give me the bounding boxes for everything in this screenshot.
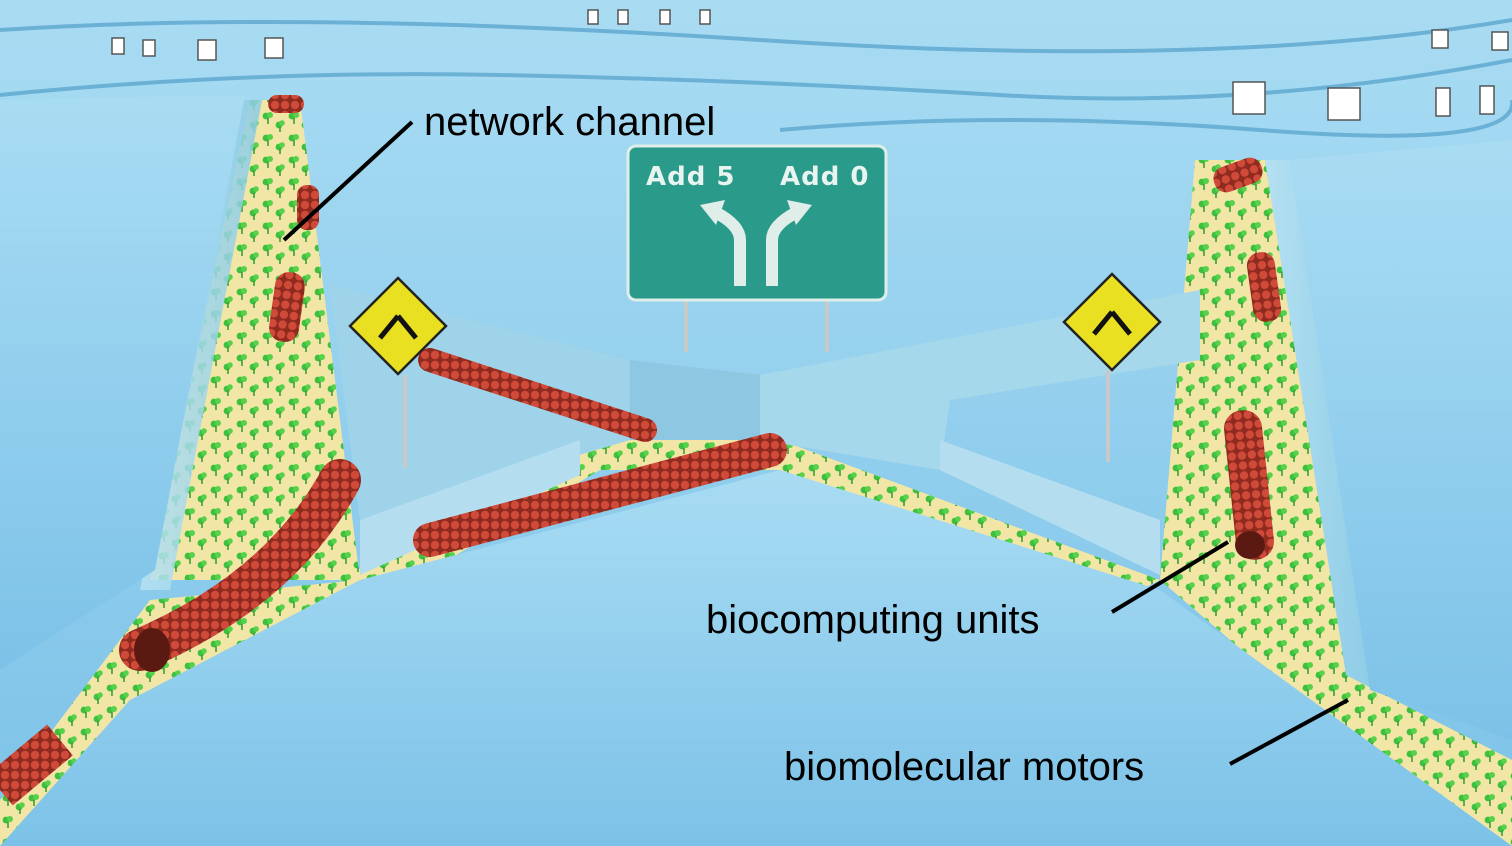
sign-left-text: Add 5	[646, 162, 736, 192]
filaments	[0, 95, 1282, 806]
label-network-channel: network channel	[424, 100, 715, 144]
fork-arrows-icon	[348, 272, 1162, 468]
split-arrow-icon	[712, 206, 800, 286]
no-turn-sign-icon	[111, 9, 1509, 121]
label-biomolecular-motors: biomolecular motors	[784, 745, 1144, 789]
sign-right-text: Add 0	[780, 162, 870, 192]
foreground-plateaus	[0, 95, 1512, 846]
label-biocomputing-units: biocomputing units	[706, 598, 1040, 642]
annotation-lines	[282, 120, 1349, 766]
direction-sign: Add 5 Add 0	[626, 144, 888, 352]
